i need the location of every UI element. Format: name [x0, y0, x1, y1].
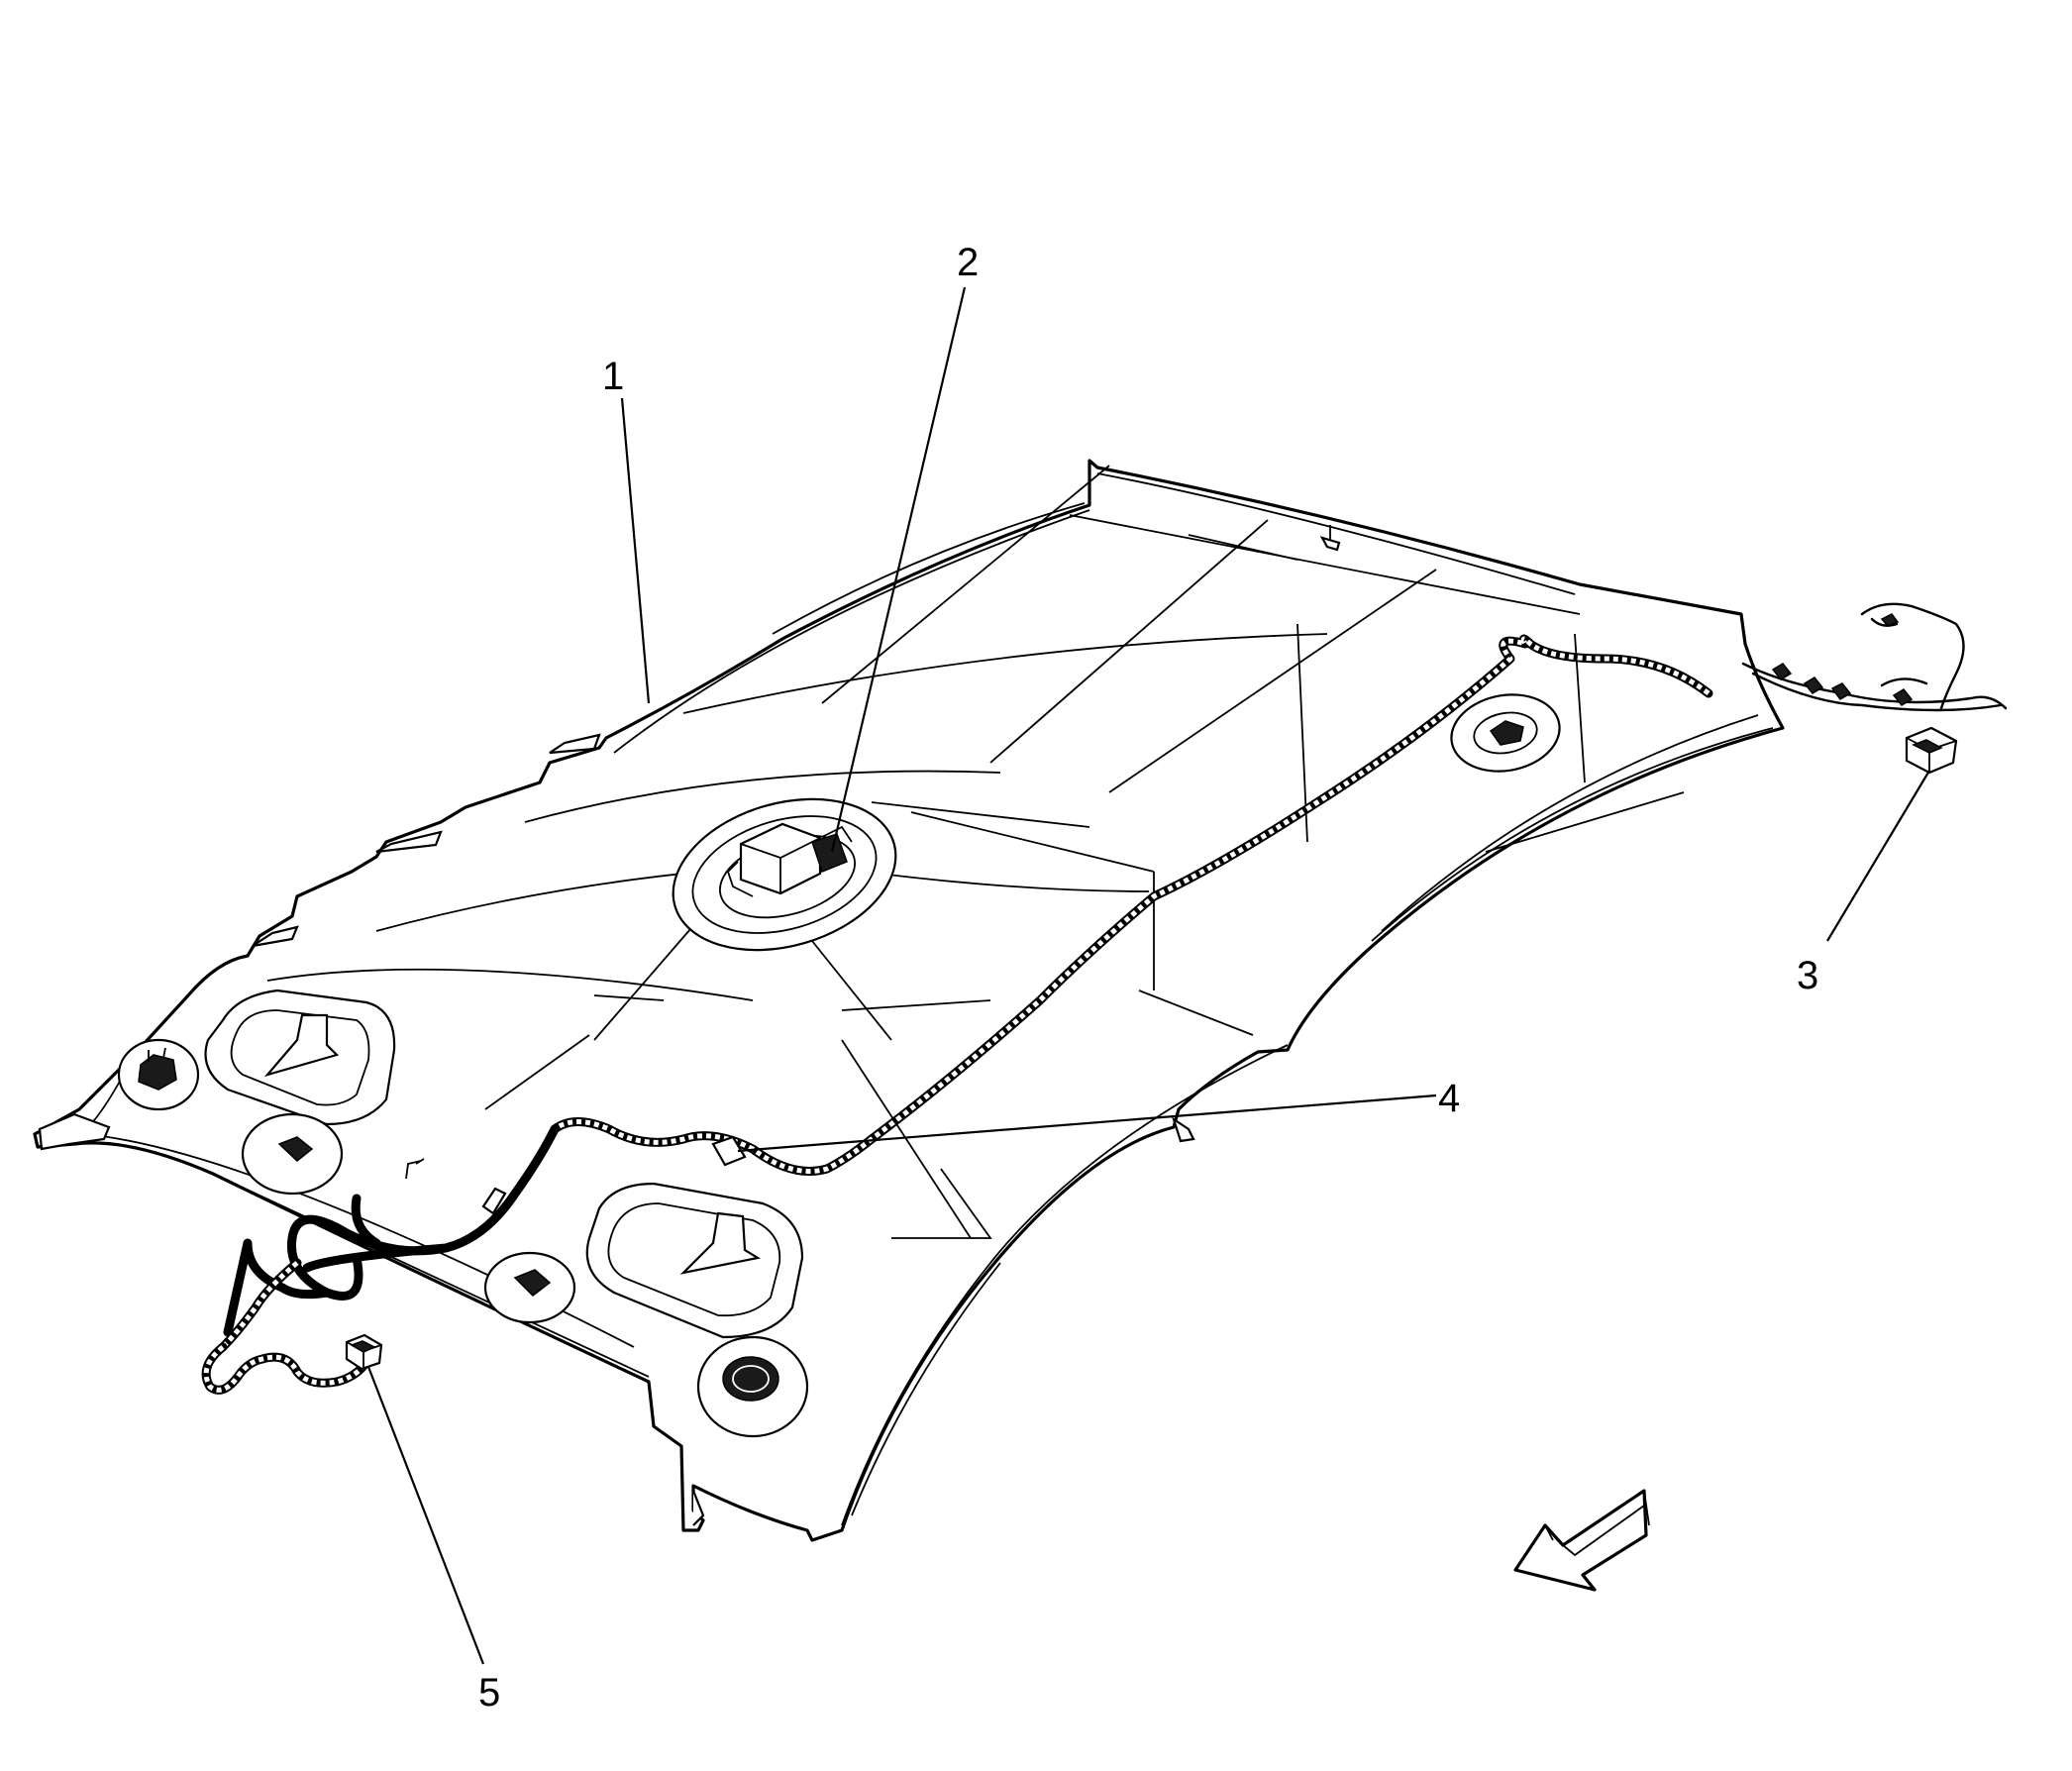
callout-numbers: 1 2 3 4 5 [478, 241, 1818, 1715]
leader-1 [620, 397, 651, 704]
front-direction-arrow-icon [1513, 1489, 1650, 1592]
callout-5: 5 [478, 1671, 500, 1715]
wiring-harness [201, 634, 1713, 1395]
leader-5 [366, 1366, 485, 1665]
dome-light-rear [1450, 693, 1561, 773]
visor-recess-left [204, 989, 396, 1126]
dome-light-front-left [117, 1038, 200, 1111]
leader-3 [1826, 770, 1930, 942]
callout-1: 1 [602, 355, 624, 398]
callout-2: 2 [957, 241, 979, 284]
dome-light-front-right [696, 1335, 809, 1438]
front-connector [345, 1333, 383, 1371]
callout-4: 4 [1438, 1077, 1460, 1120]
leader-lines [366, 286, 1930, 1665]
clip-pockets [241, 1112, 576, 1324]
rear-wiring-lead [1741, 602, 2008, 712]
leader-2 [830, 286, 967, 853]
visor-recess-right [585, 1182, 804, 1339]
callout-3: 3 [1797, 954, 1818, 997]
headliner-panel [33, 459, 1785, 1542]
rear-connector [1905, 726, 1958, 775]
leader-4 [737, 1094, 1437, 1153]
overhead-module [672, 797, 897, 952]
